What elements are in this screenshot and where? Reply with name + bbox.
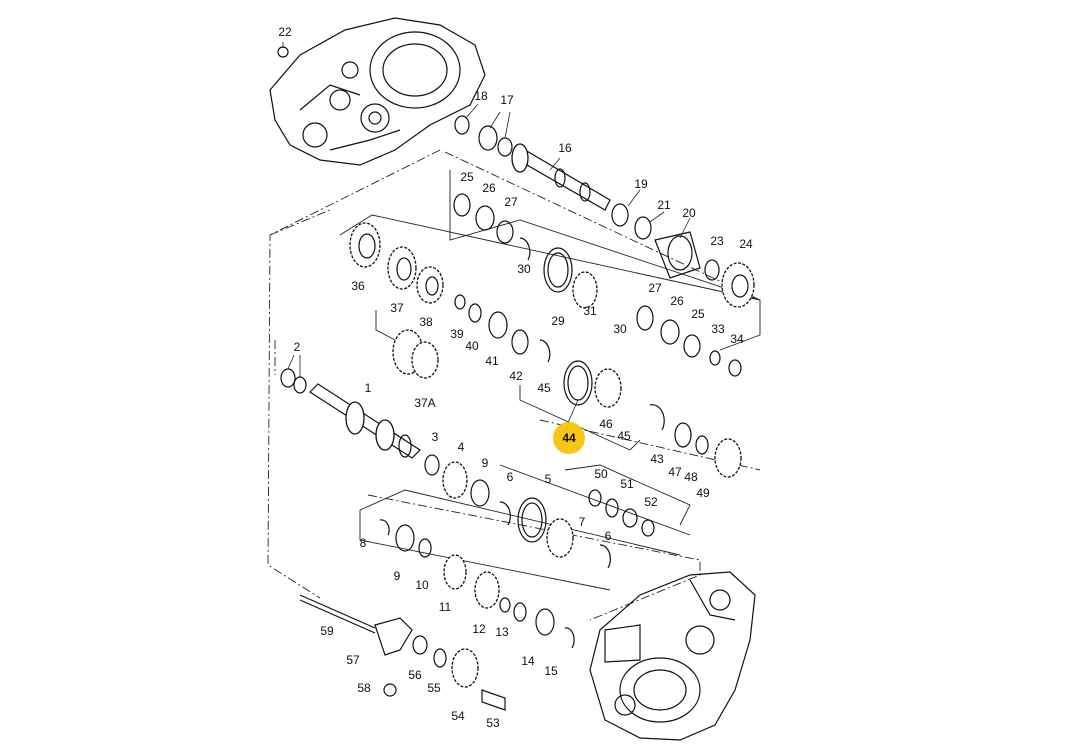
callout-8: 8 [360,536,367,550]
callout-46: 46 [599,417,613,431]
callout-33: 33 [711,322,725,336]
callout-57: 57 [346,653,360,667]
main-shaft-1 [309,383,421,459]
callout-59: 59 [320,624,334,638]
callout-54: 54 [451,709,465,723]
callout-45-left: 45 [537,381,551,395]
input-shaft-16 [511,143,611,211]
callout-43: 43 [650,452,664,466]
callout-21: 21 [657,198,671,212]
callout-27-right: 27 [648,281,662,295]
callout-37: 37 [390,301,404,315]
callout-13: 13 [495,625,509,639]
callout-15: 15 [544,664,558,678]
callout-36: 36 [351,279,365,293]
callout-47: 47 [668,465,682,479]
callout-25: 25 [460,170,474,184]
callout-41: 41 [485,354,499,368]
callout-labels: 22 18 17 16 19 21 20 23 24 25 26 27 30 2… [278,25,753,730]
callout-6-top: 6 [507,470,514,484]
callout-5: 5 [545,472,552,486]
callout-30-mid: 30 [613,322,627,336]
highlight-label: 44 [562,431,576,445]
callout-17: 17 [500,93,514,107]
callout-45-right: 45 [617,429,631,443]
callout-19: 19 [634,177,648,191]
rings-and-bearings [280,115,742,711]
callout-14: 14 [521,654,535,668]
callout-52: 52 [644,495,658,509]
callout-9-top: 9 [482,456,489,470]
callout-25-right: 25 [691,307,705,321]
callout-26: 26 [482,181,496,195]
callout-55: 55 [427,681,441,695]
callout-24: 24 [739,237,753,251]
callout-12: 12 [472,622,486,636]
callout-26-right: 26 [670,294,684,308]
callout-40: 40 [465,339,479,353]
callout-1: 1 [365,381,372,395]
callout-53: 53 [486,716,500,730]
callout-56: 56 [408,668,422,682]
callout-38: 38 [419,315,433,329]
callout-39: 39 [450,327,464,341]
callout-20: 20 [682,206,696,220]
leader-lines [282,42,691,426]
callout-27: 27 [504,195,518,209]
gearbox-housing-top [269,17,486,166]
callout-6-bottom: 6 [605,529,612,543]
callout-49: 49 [696,486,710,500]
callout-10: 10 [415,578,429,592]
assembly-guide-lines [267,149,761,621]
callout-23: 23 [710,234,724,248]
gears [349,222,755,688]
callout-11: 11 [439,600,452,614]
callout-29: 29 [551,314,565,328]
callout-22: 22 [278,25,292,39]
callout-37A: 37A [414,396,435,410]
callout-3: 3 [432,430,439,444]
highlight-marker-44[interactable]: 44 [553,422,585,454]
callout-2: 2 [294,340,301,354]
callout-16: 16 [558,141,572,155]
shift-rod-59 [299,594,376,634]
callout-18: 18 [474,89,488,103]
gearbox-housing-bottom [589,571,756,741]
callout-50: 50 [594,467,608,481]
callout-7: 7 [579,515,586,529]
callout-42: 42 [509,369,523,383]
callout-51: 51 [620,477,634,491]
callout-58: 58 [357,681,371,695]
callout-4: 4 [458,440,465,454]
callout-9-bottom: 9 [394,569,401,583]
callout-30-top: 30 [517,262,531,276]
callout-48: 48 [684,470,698,484]
callout-31: 31 [583,304,597,318]
callout-34: 34 [730,332,744,346]
highlight-circle [553,422,585,454]
